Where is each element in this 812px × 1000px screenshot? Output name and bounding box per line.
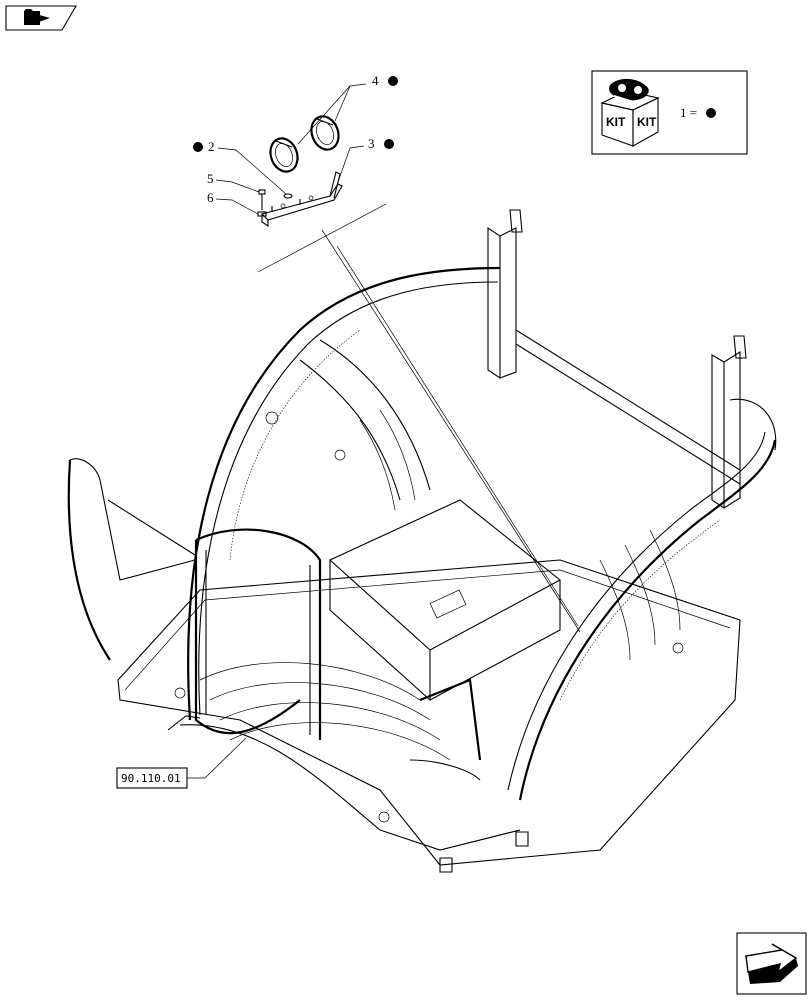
hose-clip-right [310, 115, 340, 151]
prev-nav-button[interactable] [5, 5, 77, 31]
callout-3-bullet-icon [384, 139, 394, 149]
callout-6: 6 [207, 190, 259, 215]
next-page-arrow-icon [745, 943, 798, 984]
svg-text:6: 6 [207, 190, 214, 205]
reference-label[interactable]: 90.110.01 [116, 737, 247, 789]
folder-back-arrow-icon [24, 9, 50, 25]
svg-text:2: 2 [208, 139, 215, 154]
callout-2: 2 [193, 139, 287, 195]
kit-legend: KIT KIT 1 = [591, 70, 748, 155]
hose-clip-left [269, 137, 299, 173]
washer [283, 193, 293, 199]
svg-text:3: 3 [368, 136, 375, 151]
bolt [258, 189, 266, 210]
svg-text:4: 4 [372, 73, 379, 88]
callout-5: 5 [207, 171, 260, 193]
next-nav-button[interactable] [736, 932, 807, 995]
kit-label-right: KIT [637, 115, 657, 129]
callout-3: 3 [337, 136, 394, 183]
projection-lines [257, 203, 581, 633]
kit-bullet-icon [706, 108, 716, 118]
callout-4: 4 [297, 73, 398, 145]
kit-box-icon: KIT KIT [600, 78, 660, 147]
exploded-parts [257, 115, 343, 228]
kit-equation: 1 = [680, 105, 697, 120]
callout-2-bullet-icon [193, 142, 203, 152]
kit-label-left: KIT [606, 115, 626, 129]
callout-4-bullet-icon [388, 76, 398, 86]
svg-text:5: 5 [207, 171, 214, 186]
mounting-bracket [260, 171, 343, 228]
cab-frame-assembly [67, 209, 777, 873]
reference-label-text: 90.110.01 [121, 772, 181, 785]
